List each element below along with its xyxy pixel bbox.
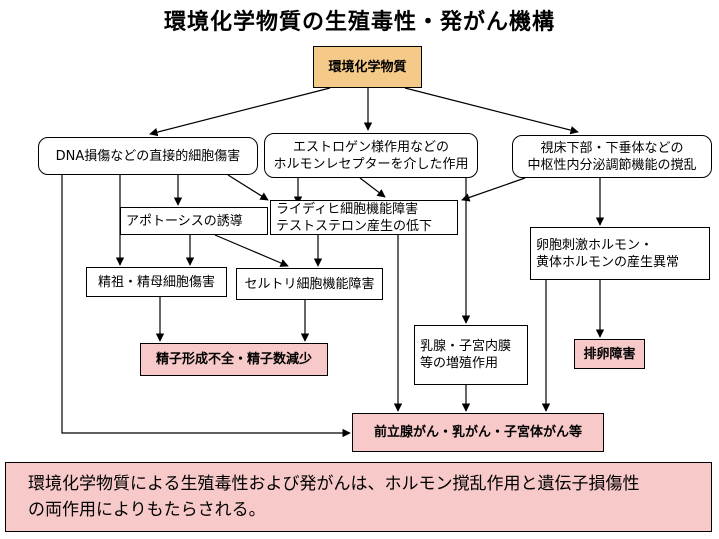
- page-title: 環境化学物質の生殖毒性・発がん機構: [163, 10, 555, 35]
- summary-line1: 環境化学物質による生殖毒性および発がんは、ホルモン撹乱作用と遺伝子損傷性: [28, 474, 640, 494]
- node-label-line1: ライディヒ細胞機能障害: [276, 201, 419, 217]
- node-cancers: 前立腺がん・乳がん・子宮体がん等: [352, 413, 604, 452]
- node-label-line2: テストステロン産生の低下: [276, 218, 433, 234]
- arrow-dna-to-leydig: [227, 174, 269, 201]
- node-dna-damage: DNA損傷などの直接的細胞傷害: [38, 137, 258, 175]
- node-label: 精子形成不全・精子数減少: [155, 352, 312, 367]
- arrow-estrogen-to-leydig: [359, 177, 386, 198]
- node-label-line2: 等の増殖作用: [420, 356, 499, 371]
- node-label: 環境化学物質: [328, 59, 407, 75]
- node-sertoli-dysfunction: セルトリ細胞機能障害: [236, 268, 383, 300]
- node-estrogen-receptor: エストロゲン様作用などの ホルモンレセプターを介した作用: [264, 133, 478, 178]
- arrow-hypothalamus-to-leydig: [461, 177, 526, 202]
- node-label-line1: 卵胞刺激ホルモン・: [536, 237, 654, 253]
- summary-line2: の両作用によりもたらされる。: [28, 500, 266, 520]
- node-label: アポトーシスの誘導: [126, 213, 243, 229]
- node-germ-cell-damage: 精祖・精母細胞傷害: [86, 267, 227, 297]
- node-leydig-dysfunction: ライディヒ細胞機能障害 テストステロン産生の低下: [270, 200, 458, 235]
- arrow-dna-to-cancer: [61, 175, 351, 438]
- node-label-line1: 視床下部・下垂体などの: [540, 140, 684, 156]
- node-label: 排卵障害: [583, 346, 636, 362]
- node-chemical-substances: 環境化学物質: [313, 46, 422, 88]
- node-label-line2: 黄体ホルモンの産生異常: [536, 254, 680, 270]
- node-mammary-endometrium: 乳腺・子宮内膜 等の増殖作用: [414, 325, 528, 385]
- node-hypothalamus-pituitary: 視床下部・下垂体などの 中枢性内分泌調節機能の撹乱: [512, 135, 712, 178]
- node-ovulation-disorder: 排卵障害: [574, 339, 645, 369]
- node-label: DNA損傷などの直接的細胞傷害: [55, 148, 241, 164]
- arrow-source-to-dna: [149, 87, 331, 137]
- node-label-line2: ホルモンレセプターを介した作用: [273, 156, 469, 172]
- node-label-line1: 乳腺・子宮内膜: [420, 339, 512, 354]
- node-spermatogenesis-failure: 精子形成不全・精子数減少: [140, 343, 328, 376]
- node-label: セルトリ細胞機能障害: [244, 276, 375, 292]
- node-ovarian-hormone-abnormality: 卵胞刺激ホルモン・ 黄体ホルモンの産生異常: [530, 227, 710, 280]
- arrow-apoptosis-to-sertoli: [214, 234, 289, 267]
- node-label: 前立腺がん・乳がん・子宮体がん等: [373, 425, 582, 440]
- node-apoptosis: アポトーシスの誘導: [120, 207, 268, 235]
- node-label-line1: エストロゲン様作用などの: [292, 139, 449, 155]
- node-label-line2: 中枢性内分泌調節機能の撹乱: [527, 157, 697, 173]
- arrow-source-to-hypothalamus: [404, 87, 579, 135]
- summary-box: 環境化学物質による生殖毒性および発がんは、ホルモン撹乱作用と遺伝子損傷性 の両作…: [5, 462, 712, 532]
- node-label: 精祖・精母細胞傷害: [97, 274, 215, 290]
